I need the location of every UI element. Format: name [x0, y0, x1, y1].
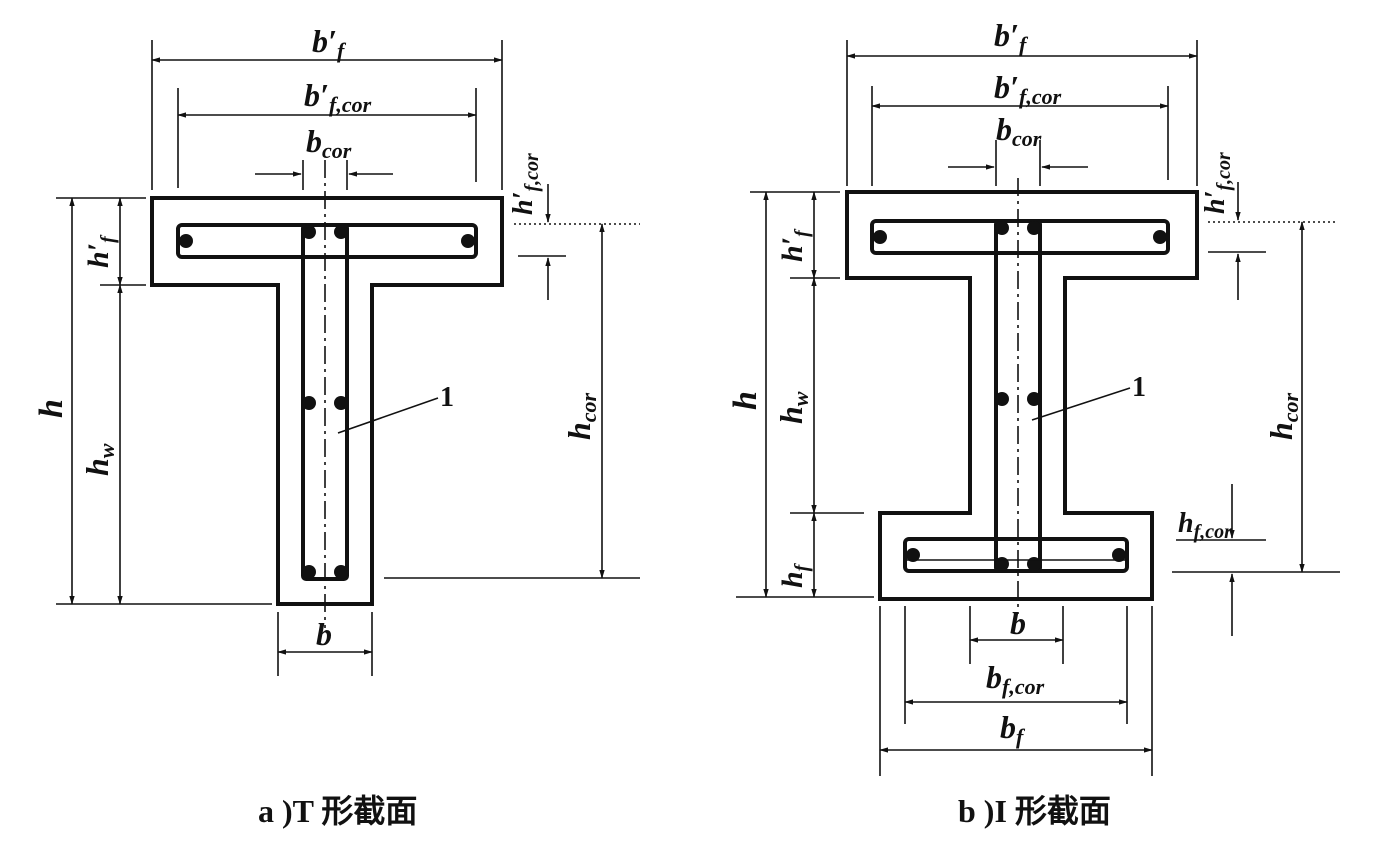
label-bf-cor-prime: b′f,cor [304, 77, 372, 117]
label-hf-cor-prime: h′f,cor [508, 153, 543, 215]
rebar-dots [179, 225, 475, 579]
i-section-figure: b′f b′f,cor bcor h′f,cor h′f h hw hcor h… [727, 17, 1340, 829]
label-hf-cor-prime-b: h′f,cor [1200, 152, 1235, 214]
marker-leader-b [1031, 387, 1131, 421]
label-h-cor: hcor [561, 392, 601, 440]
t-section-figure: b′f b′f,cor bcor h′f,cor h′f h hw hcor b… [33, 23, 640, 829]
label-bf-prime: b′f [312, 23, 347, 63]
label-hw: hw [79, 443, 119, 476]
label-bf-prime-b: b′f [994, 17, 1029, 57]
label-hf-b: hf [776, 562, 813, 588]
label-hf-prime: h′f [82, 234, 119, 268]
rebar-dots-b [873, 221, 1167, 571]
flange-stirrup [176, 223, 478, 259]
t-section-outline [150, 196, 504, 606]
label-bf-cor-b: bf,cor [986, 659, 1045, 699]
label-hw-b: hw [773, 391, 813, 424]
label-b-cor-b: bcor [996, 111, 1042, 151]
label-bf-b: bf [1000, 709, 1026, 749]
label-marker-1-b: 1 [1132, 372, 1146, 403]
label-h: h [33, 399, 70, 418]
caption-b: b )I 形截面 [958, 793, 1111, 829]
top-flange-stirrup [870, 219, 1170, 255]
label-b: b [316, 616, 332, 652]
marker-leader [337, 397, 439, 434]
label-hf-cor-b: hf,cor [1178, 508, 1232, 543]
label-hf-prime-b: h′f [776, 228, 813, 262]
label-h-cor-b: hcor [1263, 392, 1303, 440]
caption-a: a )T 形截面 [258, 793, 417, 829]
label-h-b: h [727, 391, 764, 410]
label-bf-cor-prime-b: b′f,cor [994, 69, 1062, 109]
i-section-outline [845, 190, 1199, 601]
label-b-cor: bcor [306, 123, 352, 163]
label-marker-1: 1 [440, 382, 454, 413]
bottom-flange-stirrup [903, 537, 1129, 573]
label-b-b: b [1010, 605, 1026, 641]
